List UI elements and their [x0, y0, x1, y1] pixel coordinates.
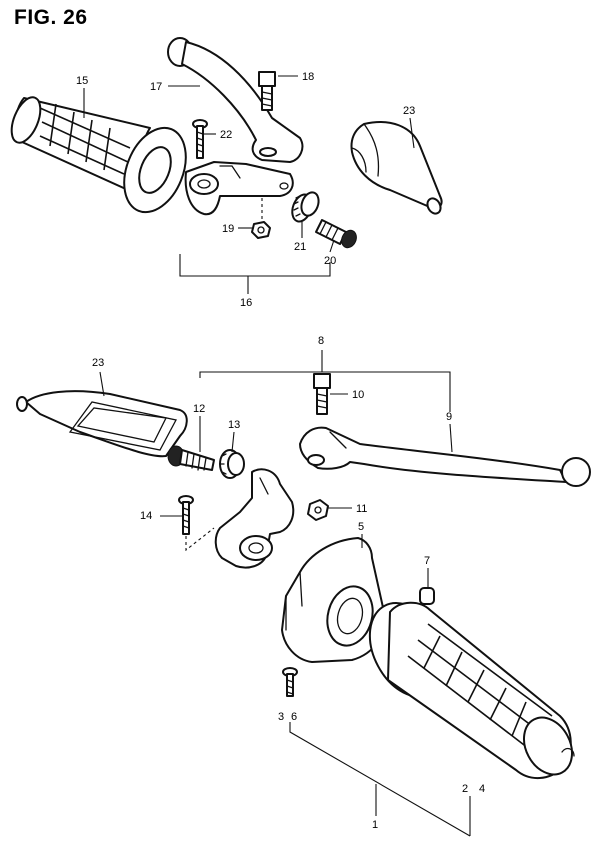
- screw-part-14: [178, 495, 194, 535]
- pivot-bolt-part-10: [313, 373, 331, 415]
- adjuster-ring-part-13: [219, 449, 245, 479]
- callout-19: 19: [222, 223, 234, 235]
- throttle-housing-part-5: [281, 537, 386, 663]
- callout-13: 13: [228, 419, 240, 431]
- callout-6: 6: [291, 711, 297, 723]
- callout-18: 18: [302, 71, 314, 83]
- left-grip-part-15: [10, 96, 187, 214]
- lower-leader-lines: [99, 350, 471, 837]
- lever-cover-part-23-upper: [350, 121, 443, 215]
- throttle-grip-part-2-4: [368, 601, 575, 779]
- screw-part-22: [192, 119, 208, 159]
- adjuster-ring-part-21: [291, 191, 320, 223]
- callout-3: 3: [278, 711, 284, 723]
- callout-1: 1: [372, 819, 378, 831]
- callout-16: 16: [240, 297, 252, 309]
- callout-11: 11: [356, 503, 367, 515]
- adjuster-bolt-part-12: [167, 445, 215, 471]
- callout-20: 20: [324, 255, 336, 267]
- lever-bracket-lower: [214, 468, 295, 569]
- callout-23-upper: 23: [403, 105, 415, 117]
- adjuster-bolt-part-20: [315, 219, 357, 249]
- rubber-piece-part-7: [419, 587, 435, 605]
- callout-8: 8: [318, 335, 324, 347]
- callout-5: 5: [358, 521, 364, 533]
- nut-part-11: [307, 499, 329, 521]
- lever-cover-part-23-lower: [16, 390, 188, 458]
- callout-10: 10: [352, 389, 364, 401]
- clutch-lever-part-17: [167, 37, 304, 163]
- callout-15: 15: [76, 75, 88, 87]
- callout-14: 14: [140, 510, 152, 522]
- callout-7: 7: [424, 555, 430, 567]
- pivot-bolt-part-18: [258, 71, 276, 111]
- callout-22: 22: [220, 129, 232, 141]
- nut-part-19: [251, 221, 271, 239]
- callout-23-lower: 23: [92, 357, 104, 369]
- callout-4: 4: [479, 783, 485, 795]
- upper-leader-lines: [83, 75, 415, 294]
- callout-12: 12: [193, 403, 205, 415]
- callout-17: 17: [150, 81, 162, 93]
- screw-part-3-6: [282, 667, 298, 697]
- lever-bracket-part-16: [184, 161, 294, 216]
- callout-21: 21: [294, 241, 306, 253]
- figure-title: FIG. 26: [14, 6, 88, 29]
- callout-9: 9: [446, 411, 452, 423]
- brake-lever-part-9: [299, 426, 591, 487]
- callout-2: 2: [462, 783, 468, 795]
